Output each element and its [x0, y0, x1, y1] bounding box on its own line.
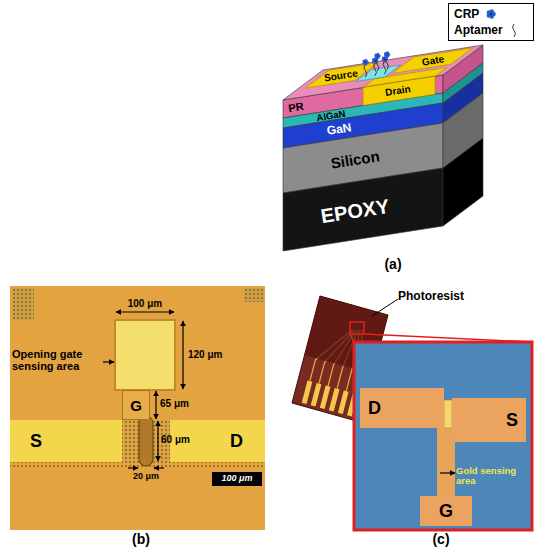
source-pad: S — [10, 420, 122, 462]
node-label: Drain — [385, 84, 412, 98]
micrograph-background — [10, 286, 265, 530]
node-label: G — [439, 502, 453, 520]
crp-protein — [362, 59, 368, 65]
aptamer-strand — [364, 64, 367, 77]
node-label: Gate — [421, 54, 445, 67]
source-electrode: S — [452, 398, 526, 442]
crp-protein — [374, 53, 380, 59]
dimension-label: 100 μm — [115, 298, 175, 309]
gate-electrode: G — [420, 496, 472, 526]
legend-entry: CRP — [454, 6, 528, 22]
channel-capsule — [139, 416, 153, 466]
panel-label: (c) — [418, 532, 464, 547]
gold-finger — [340, 391, 346, 413]
dimension-arrow — [128, 467, 138, 468]
node-label: PR — [288, 100, 305, 113]
petal-center — [490, 12, 493, 15]
dimension-label: 20 μm — [124, 472, 168, 482]
epoxy-layer-side — [443, 138, 483, 226]
legend-text: CRP — [454, 7, 479, 21]
textured-pad — [244, 288, 264, 302]
legend-box: CRP Aptamer — [448, 3, 534, 41]
textured-pad — [12, 288, 34, 320]
opening-gate-area — [115, 320, 175, 390]
aptamer-strand — [386, 57, 389, 70]
dimension-arrow — [157, 421, 158, 461]
legend-sample — [483, 6, 499, 22]
aptamer-strand — [376, 58, 379, 71]
node-label: Source — [323, 68, 358, 83]
drain-electrode: D — [360, 388, 444, 428]
chip-illustration — [292, 296, 532, 530]
leader-line — [372, 299, 398, 316]
texture — [12, 288, 34, 320]
dimension-arrow — [155, 391, 156, 419]
node-label: G — [130, 398, 142, 413]
gold-finger — [313, 384, 319, 406]
panel-label: (b) — [118, 532, 164, 547]
node-label: S — [30, 432, 42, 450]
dimension-arrow — [154, 467, 164, 468]
scale-bar-label: 100 μm — [212, 474, 262, 484]
dimension-label: 65 μm — [160, 398, 202, 409]
epoxy-layer-front — [283, 168, 443, 251]
texture — [244, 288, 264, 302]
legend-entry: Aptamer — [454, 22, 528, 38]
gold-finger — [331, 389, 337, 411]
micrograph — [10, 286, 265, 530]
drain-pad-front — [363, 76, 435, 105]
gold-finger — [304, 381, 310, 403]
crp-icon — [487, 9, 496, 18]
callout-text: Opening gate sensing area — [12, 348, 102, 372]
node-label: GaN — [326, 121, 352, 137]
zoom-box — [350, 322, 364, 334]
petal-center — [364, 61, 366, 63]
petal-center — [386, 53, 388, 55]
aptamer-strand — [374, 63, 377, 76]
node-label: D — [230, 432, 243, 450]
pointer-arrow — [103, 361, 114, 362]
petal-center — [376, 55, 378, 57]
crp-protein — [384, 51, 390, 57]
node-label: S — [506, 411, 518, 429]
device-3d — [283, 45, 483, 251]
aptamer-icon — [512, 24, 515, 37]
sensing-window — [356, 65, 401, 82]
dimension-arrow — [116, 311, 174, 312]
inset-background — [354, 342, 532, 530]
legend-text: Aptamer — [454, 23, 503, 37]
dimension-arrow — [182, 321, 183, 389]
legend-sample — [507, 22, 523, 38]
pointer-arrow — [440, 472, 455, 473]
gate-pad: G — [122, 390, 150, 420]
scale-bar — [212, 472, 262, 486]
panel-label: (a) — [370, 257, 416, 272]
aptamer-strand — [383, 61, 386, 74]
gold-sensing-area — [444, 400, 452, 428]
callout-text: Photoresist — [398, 290, 480, 303]
node-label: D — [368, 399, 381, 417]
dimension-label: 120 μm — [188, 349, 238, 360]
dimension-label: 60 μm — [161, 434, 203, 445]
lower-texture — [10, 462, 265, 468]
node-label: AlGaN — [316, 109, 346, 123]
callout-text: Gold sensing area — [456, 466, 530, 487]
gold-finger — [322, 386, 328, 408]
